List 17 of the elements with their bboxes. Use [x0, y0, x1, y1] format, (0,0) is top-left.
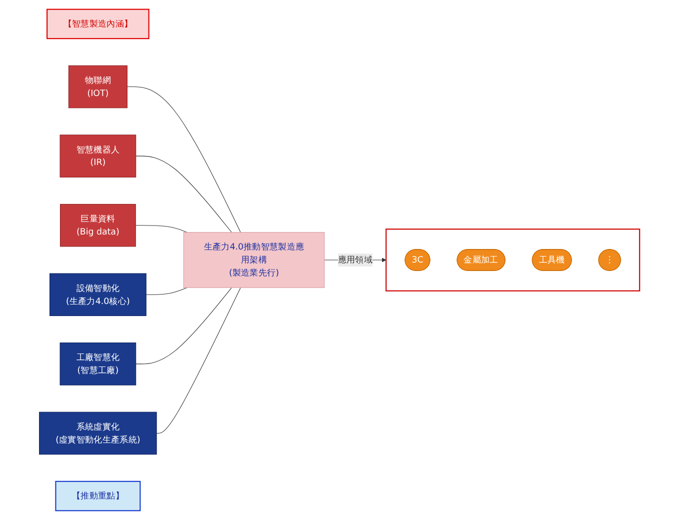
node-box: 生產力4.0推動智慧製造應用架構 (製造業先行)	[183, 232, 325, 288]
node-box: 巨量資料 (Big data)	[60, 203, 136, 246]
cluster	[386, 228, 640, 291]
node-box: 工廠智慧化 (智慧工廠)	[60, 342, 136, 385]
node-box: 系統虛實化 (虛實智動化生產系統)	[39, 411, 157, 454]
node-box: 設備智動化 (生產力4.0核心)	[50, 272, 146, 316]
node-box: 【智慧製造內涵】	[46, 8, 150, 39]
connector	[135, 224, 188, 232]
connector	[136, 155, 232, 232]
connector	[146, 286, 188, 294]
edge-label: 應用領域	[338, 254, 373, 264]
connector	[126, 86, 241, 232]
connector	[156, 286, 241, 433]
connector	[136, 286, 232, 364]
node-box: 智慧機器人 (IR)	[60, 134, 136, 177]
node-box: 【推動重點】	[55, 480, 141, 511]
node-box: 物聯網 (IOT)	[68, 64, 128, 108]
